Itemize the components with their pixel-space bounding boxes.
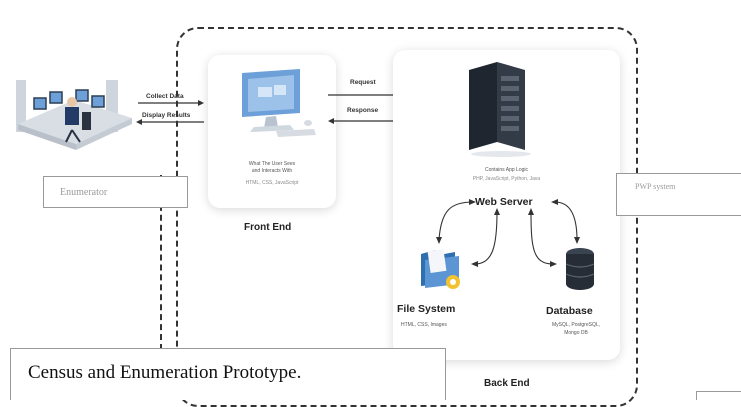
- collect-data-label: Collect Data: [146, 93, 184, 100]
- caption-box: Census and Enumeration Prototype.: [10, 348, 446, 400]
- server-rack-icon: [469, 62, 531, 157]
- back-end-logic: Contains App Logic: [484, 167, 529, 173]
- partial-box-bottom-right: [696, 391, 741, 400]
- back-end-title: Back End: [484, 378, 530, 389]
- enumerator-label: Enumerator: [60, 187, 108, 198]
- front-end-tech: HTML, CSS, JavaScript: [245, 180, 299, 186]
- request-label: Request: [350, 79, 376, 86]
- web-server-label: Web Server: [475, 196, 533, 208]
- display-results-label: Display Results: [142, 112, 191, 119]
- response-label: Response: [347, 107, 379, 114]
- file-system-desc: HTML, CSS, Images: [401, 322, 447, 328]
- front-end-desc: What The User Sees: [248, 161, 296, 167]
- pwp-system-box: PWP system: [616, 173, 741, 216]
- enumerator-box: Enumerator: [43, 176, 188, 208]
- folder-icon: [421, 248, 460, 289]
- boundary-lower-left: [160, 175, 162, 350]
- enumerator-frontend-arrows: [136, 100, 204, 125]
- pwp-system-label: PWP system: [635, 182, 676, 191]
- database-icon: [565, 248, 595, 290]
- database-label: Database: [546, 305, 593, 317]
- front-end-desc2: and Interacts With: [251, 168, 293, 174]
- enumerator-workstation-icon: [16, 80, 132, 150]
- back-end-card: Contains App Logic PHP, JavaScript, Pyth…: [393, 50, 620, 360]
- database-desc2: Mongo DB: [564, 330, 588, 336]
- file-system-label: File System: [397, 303, 456, 315]
- database-desc: MySQL, PostgreSQL,: [551, 322, 601, 328]
- back-end-tech: PHP, JavaScript, Python, Java: [472, 176, 541, 182]
- monitor-icon: [242, 69, 316, 137]
- front-end-card: What The User Sees and Interacts With HT…: [208, 55, 336, 208]
- caption-text: Census and Enumeration Prototype.: [28, 362, 302, 383]
- backend-connectors: [436, 199, 580, 267]
- front-end-title: Front End: [244, 222, 292, 233]
